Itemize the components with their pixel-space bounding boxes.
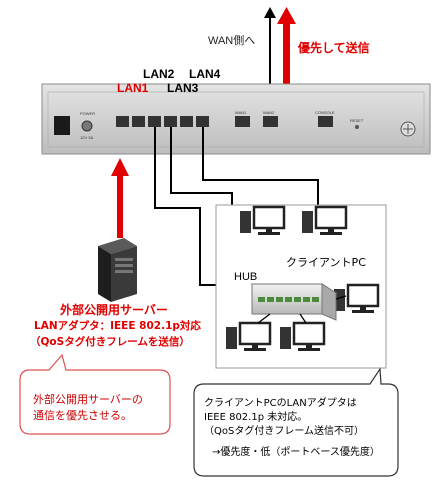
client-area-label: クライアントPC <box>286 256 366 269</box>
power-jack <box>81 120 93 132</box>
client-pc-1 <box>240 205 286 235</box>
callout-right-line-2: IEEE 802.1p 未対応。 <box>204 412 308 423</box>
wan1-text: WAN1 <box>235 110 247 115</box>
console-port <box>318 116 333 127</box>
wan2-text: WAN2 <box>263 110 275 115</box>
reset-button <box>355 125 359 129</box>
server-title: 外部公開用サーバー <box>60 303 168 317</box>
hub-device <box>250 283 338 321</box>
priority-send-label: 優先して送信 <box>298 41 370 55</box>
hub-label: HUB <box>234 271 258 283</box>
power-switch <box>54 116 70 135</box>
lan1-label: LAN1 <box>117 81 149 95</box>
server-priority-arrow <box>111 158 129 238</box>
client-pc-2 <box>302 205 348 235</box>
wan1-port <box>235 116 250 127</box>
callout-left-line-2: 通信を優先させる。 <box>33 409 132 422</box>
lan-ports <box>116 116 209 127</box>
callout-right-line-1: クライアントPCのLANアダプタは <box>204 398 357 409</box>
server-adapter-line: LANアダプタ：IEEE 802.1p対応 <box>34 320 201 332</box>
lan4-label: LAN4 <box>189 67 221 81</box>
callout-right-bubble <box>193 367 399 477</box>
wan2-port <box>263 116 278 127</box>
lan2-label: LAN2 <box>143 67 175 81</box>
router-back-panel <box>41 83 431 155</box>
power-text: POWER <box>80 111 96 116</box>
callout-left-line-1: 外部公開用サーバーの <box>33 393 143 406</box>
reset-text: RESET <box>350 118 364 123</box>
console-text: CONSOLE <box>315 110 335 115</box>
client-pc-4 <box>226 321 272 351</box>
wan-priority-arrow <box>277 7 296 107</box>
lan3-label: LAN3 <box>167 81 199 95</box>
callout-right-line-4: →優先度・低（ポートベース優先度） <box>212 447 380 458</box>
wan-side-label: WAN側へ <box>208 35 256 47</box>
client-pc-3 <box>334 283 380 313</box>
server-qos-line: （QoSタグ付きフレームを送信） <box>30 336 190 348</box>
power-rating-text: 12V 3A <box>80 135 94 140</box>
server-tower <box>98 238 137 302</box>
client-pc-5 <box>280 321 326 351</box>
callout-right-line-3: （QoSタグ付きフレーム送信不可） <box>204 426 365 437</box>
callout-left-bubble <box>19 353 171 435</box>
